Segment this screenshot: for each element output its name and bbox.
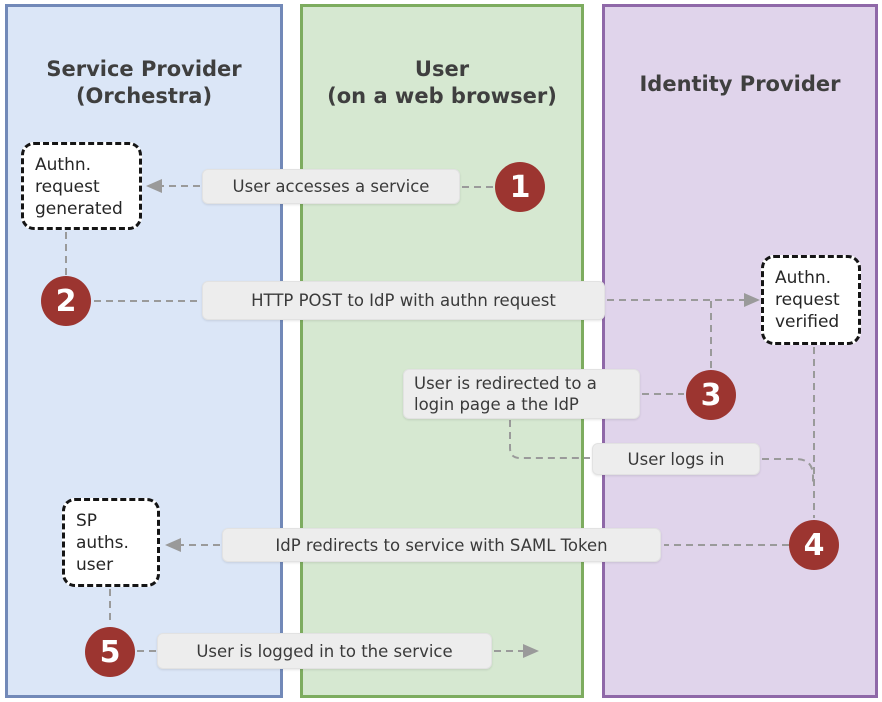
arrowhead-left-generated-box xyxy=(146,179,162,193)
lane-title-line: User xyxy=(414,57,470,81)
label-user-redirected-login: User is redirected to a login page a the… xyxy=(403,369,640,419)
step-circle-1: 1 xyxy=(495,162,545,212)
lane-user-browser: User (on a web browser) xyxy=(300,4,584,698)
statebox-line: Authn. xyxy=(775,268,832,288)
step-circle-3: 3 xyxy=(686,370,736,420)
lane-title-line: (on a web browser) xyxy=(327,84,557,108)
arrowhead-right-verified-box xyxy=(744,293,760,307)
statebox-authn-request-verified: Authn. request verified xyxy=(761,255,861,345)
step-circle-4: 4 xyxy=(789,520,839,570)
lane-title-service-provider: Service Provider (Orchestra) xyxy=(8,56,280,110)
connector-label3-to-userlogsin xyxy=(509,420,590,459)
lane-title-line: Identity Provider xyxy=(639,72,841,96)
connector-userlogsin-to-circle4 xyxy=(762,458,814,482)
statebox-line: generated xyxy=(35,199,123,219)
statebox-line: user xyxy=(76,555,114,575)
lane-title-user: User (on a web browser) xyxy=(303,56,581,110)
label-http-post-to-idp: HTTP POST to IdP with authn request xyxy=(202,281,605,320)
statebox-line: request xyxy=(35,177,100,197)
label-user-logs-in: User logs in xyxy=(592,443,760,475)
step-circle-5: 5 xyxy=(85,627,135,677)
arrowhead-right-label5 xyxy=(523,644,539,658)
label-user-logged-in-service: User is logged in to the service xyxy=(157,633,492,669)
label-idp-redirects-saml-token: IdP redirects to service with SAML Token xyxy=(222,528,661,562)
statebox-sp-auths-user: SP auths. user xyxy=(62,498,160,587)
lane-identity-provider: Identity Provider xyxy=(602,4,878,698)
step-circle-2: 2 xyxy=(41,276,91,326)
lane-title-line: (Orchestra) xyxy=(75,84,213,108)
statebox-line: SP xyxy=(76,511,98,531)
arrowhead-left-spauths-box xyxy=(165,538,181,552)
statebox-line: Authn. xyxy=(35,155,92,175)
statebox-line: auths. xyxy=(76,533,129,553)
lane-title-line: Service Provider xyxy=(46,57,242,81)
label-line: login page a the IdP xyxy=(414,395,579,414)
statebox-line: verified xyxy=(775,312,840,332)
statebox-line: request xyxy=(775,290,840,310)
label-line: User is redirected to a xyxy=(414,374,597,393)
statebox-authn-request-generated: Authn. request generated xyxy=(21,142,142,230)
label-user-accesses-service: User accesses a service xyxy=(202,169,460,204)
lane-title-identity-provider: Identity Provider xyxy=(605,71,875,98)
